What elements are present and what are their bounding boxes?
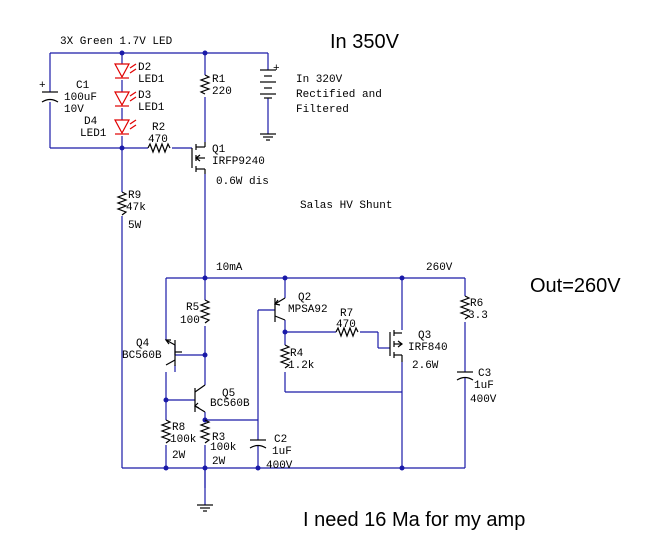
c3-rating: 400V: [470, 394, 497, 406]
resistor-r1: [199, 74, 211, 95]
r1-ref: R1: [212, 74, 226, 86]
mosfet-q3: [389, 330, 403, 362]
r8-value: 100k: [170, 434, 197, 446]
capacitor-c3: [456, 371, 474, 381]
q3-dissipation: 2.6W: [412, 360, 439, 372]
supply-label-line2: Rectified and: [296, 89, 382, 101]
d3-value: LED1: [138, 102, 165, 114]
mosfet-q1: [191, 142, 206, 174]
resistor-r8: [160, 419, 172, 444]
r4-ref: R4: [290, 348, 304, 360]
ground-icon: [197, 504, 213, 512]
c2-ref: C2: [274, 434, 287, 446]
q1-ref: Q1: [212, 144, 226, 156]
resistor-r3: [199, 419, 211, 444]
circuit-name-label: Salas HV Shunt: [300, 200, 392, 212]
resistor-r7: [335, 326, 359, 338]
capacitor-c2: [249, 439, 267, 449]
r5-ref: R5: [186, 302, 199, 314]
c2-value: 1uF: [272, 446, 292, 458]
led-d4: [113, 119, 137, 135]
q1-dissipation: 0.6W dis: [216, 176, 269, 188]
q5-value: BC560B: [210, 398, 250, 410]
current-label: 10mA: [216, 262, 243, 274]
d2-value: LED1: [138, 74, 165, 86]
q4-ref: Q4: [136, 338, 150, 350]
c3-ref: C3: [478, 368, 491, 380]
r9-value: 47k: [126, 202, 146, 214]
r6-value: 3.3: [468, 310, 488, 322]
q1-value: IRFP9240: [212, 156, 265, 168]
led-d2: [113, 63, 137, 79]
r8-rating: 2W: [172, 450, 186, 462]
r5-value: 100: [180, 315, 200, 327]
q2-ref: Q2: [298, 292, 311, 304]
r1-value: 220: [212, 86, 232, 98]
q3-ref: Q3: [418, 330, 431, 342]
capacitor-c1: [41, 91, 59, 103]
transistor-q5: [193, 384, 206, 413]
r2-ref: R2: [152, 122, 165, 134]
r8-ref: R8: [172, 422, 185, 434]
transistor-q2: [273, 297, 286, 322]
r4-value: 1.2k: [288, 360, 315, 372]
resistor-r9: [116, 191, 128, 216]
d2-ref: D2: [138, 62, 151, 74]
annotation-in-voltage: In 350V: [330, 31, 400, 53]
d4-ref: D4: [84, 116, 98, 128]
supply-label-line3: Filtered: [296, 104, 349, 116]
led-d3: [113, 91, 137, 107]
d4-value: LED1: [80, 128, 107, 140]
r2-value: 470: [148, 134, 168, 146]
c3-value: 1uF: [474, 380, 494, 392]
resistor-r5: [199, 299, 211, 324]
supply-label-line1: In 320V: [296, 74, 343, 86]
r3-value: 100k: [210, 442, 237, 454]
resistor-r4: [279, 344, 291, 369]
q4-value: BC560B: [122, 350, 162, 362]
q5-ref: Q5: [222, 388, 235, 400]
c1-polarity: +: [39, 80, 46, 92]
c2-rating: 400V: [266, 460, 293, 472]
r6-ref: R6: [470, 298, 483, 310]
q3-value: IRF840: [408, 342, 448, 354]
c1-value: 100uF: [64, 92, 97, 104]
led-header-label: 3X Green 1.7V LED: [60, 36, 173, 48]
annotation-out-voltage: Out=260V: [530, 275, 621, 297]
junction-dots: [119, 50, 405, 471]
supply-polarity: +: [273, 63, 280, 75]
q2-value: MPSA92: [288, 304, 328, 316]
c1-ref: C1: [76, 80, 90, 92]
battery-supply: [260, 69, 276, 99]
r9-ref: R9: [128, 190, 141, 202]
ground-icon-supply: [260, 133, 276, 141]
annotation-need: I need 16 Ma for my amp: [303, 509, 525, 531]
out-node-label: 260V: [426, 262, 453, 274]
r7-ref: R7: [340, 308, 353, 320]
c1-rating: 10V: [64, 104, 84, 116]
d3-ref: D3: [138, 90, 151, 102]
r9-rating: 5W: [128, 220, 142, 232]
r3-ref: R3: [212, 432, 225, 444]
transistor-q4: [164, 339, 182, 366]
r3-rating: 2W: [212, 456, 226, 468]
resistor-r2: [147, 142, 171, 154]
r7-value: 470: [336, 319, 356, 331]
resistor-r6: [459, 295, 471, 320]
